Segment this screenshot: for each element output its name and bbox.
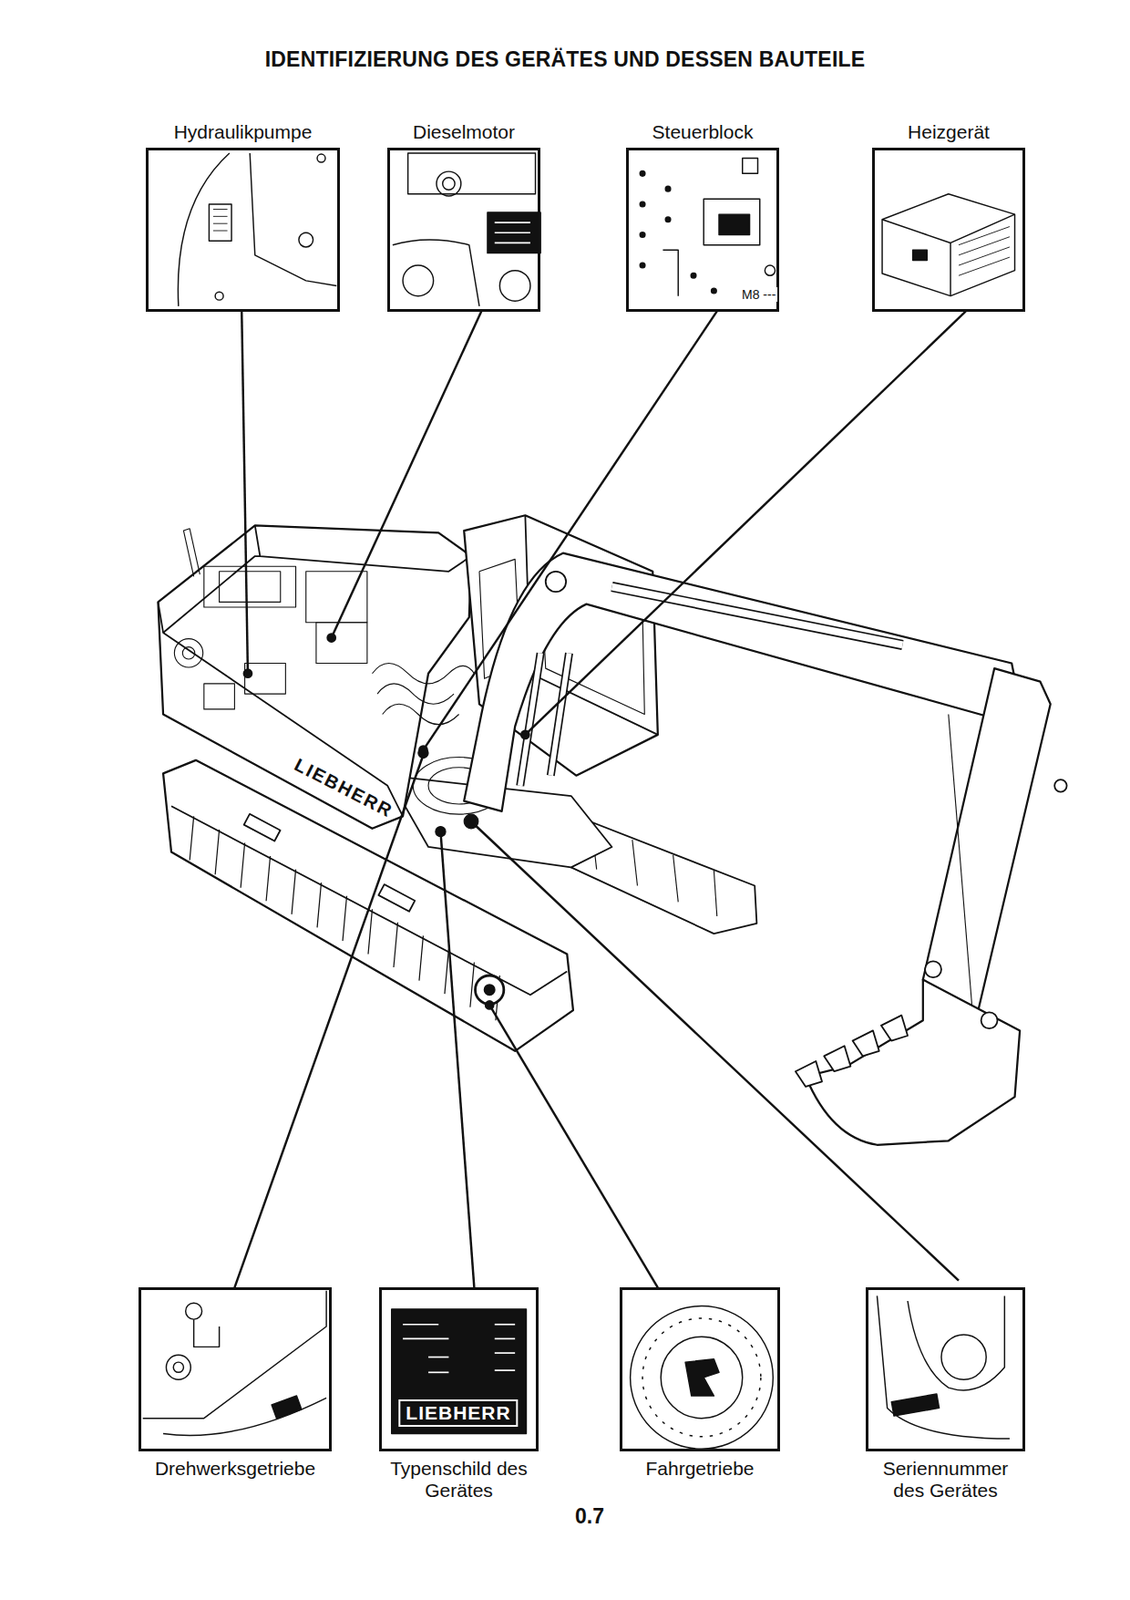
component-caption: Heizgerät: [830, 121, 1068, 144]
component-caption: Typenschild des Gerätes: [383, 1457, 535, 1501]
page-number: 0.7: [575, 1503, 605, 1529]
port-label: M8 ---: [739, 287, 778, 302]
component-caption: Drehwerksgetriebe: [107, 1457, 363, 1480]
component-inset: Typenschild des Gerätes: [379, 1286, 539, 1451]
component-caption: Hydraulikpumpe: [124, 121, 362, 144]
component-inset: Drehwerksgetriebe: [138, 1286, 332, 1451]
component-caption: Dieselmotor: [345, 121, 583, 144]
component-inset: Dieselmotor: [387, 147, 541, 312]
component-caption: Fahrgetriebe: [581, 1457, 819, 1480]
component-inset: Heizgerät: [872, 147, 1026, 312]
component-inset: Fahrgetriebe: [619, 1286, 781, 1451]
component-inset: Hydraulikpumpe: [145, 147, 340, 312]
component-inset: Seriennummer des Gerätes: [865, 1286, 1026, 1451]
page-title: IDENTIFIZIERUNG DES GERÄTES UND DESSEN B…: [0, 47, 1130, 72]
component-caption: Steuerblock: [584, 121, 822, 144]
component-caption: Seriennummer des Gerätes: [877, 1457, 1015, 1501]
nameplate-brand: LIEBHERR: [398, 1398, 518, 1427]
